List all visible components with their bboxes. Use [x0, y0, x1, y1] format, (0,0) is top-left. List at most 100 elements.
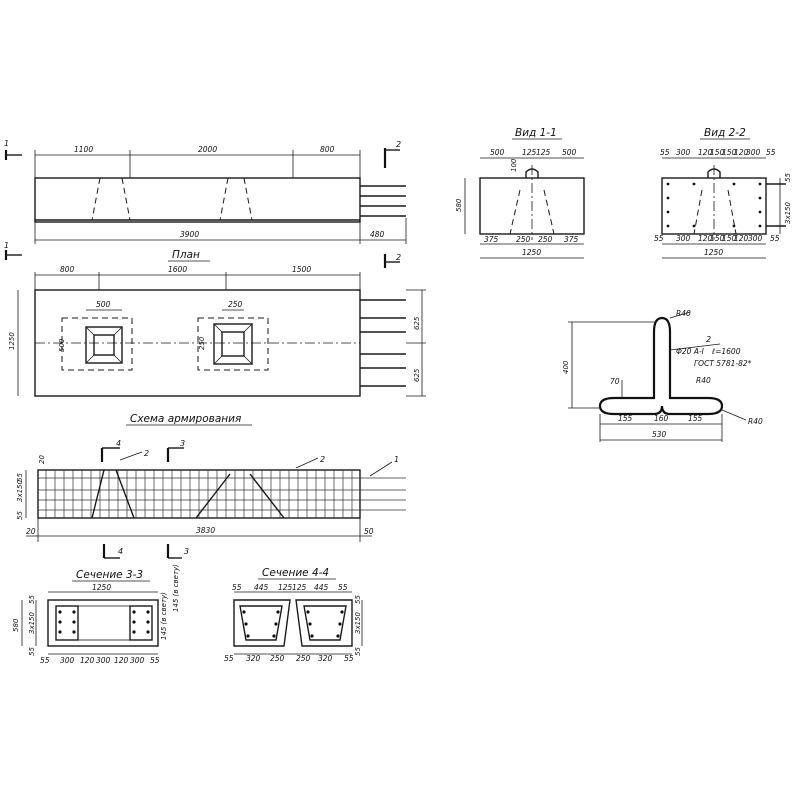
- dim-text: 70: [610, 377, 620, 386]
- dim-text: 55: [28, 595, 36, 604]
- dim-text: 250: [296, 654, 311, 663]
- socket-2: [213, 323, 253, 365]
- dim-text: 55: [224, 654, 234, 663]
- radius-text: R40: [748, 417, 763, 426]
- hidden-line: [727, 189, 737, 235]
- scheme-title: Схема армирования: [130, 413, 241, 425]
- rebar-bar: [598, 316, 724, 416]
- dim-text: 55: [660, 148, 670, 157]
- leader-line: [295, 457, 319, 469]
- dim-text: 20: [38, 455, 46, 464]
- dim-text: 300: [130, 656, 145, 665]
- dim-text: 375: [564, 235, 579, 244]
- dim-text: 3x150: [784, 201, 792, 224]
- cut-mark-label: 4: [118, 547, 123, 556]
- view-1-1: Вид 1-1 500 125 125 500 100 580 375 250 …: [455, 127, 585, 259]
- section-bar-dots: [242, 610, 344, 638]
- dim-text: 55: [344, 654, 354, 663]
- radius-text: R40: [676, 309, 691, 318]
- dim-text: 120: [698, 148, 713, 157]
- dim-text: 125: [292, 583, 307, 592]
- dim-text: 500: [58, 338, 66, 352]
- section-3-3: Сечение 3-3 1250 580 3x150 55 55 145 (в …: [12, 564, 180, 665]
- dim-text: 3830: [196, 526, 215, 535]
- dim-text: 250: [270, 654, 285, 663]
- hidden-line: [219, 177, 229, 221]
- dim-text: 300: [60, 656, 75, 665]
- cut-mark-label: 3: [180, 439, 185, 448]
- section-body: [47, 599, 159, 647]
- leader-line: [721, 409, 747, 421]
- dim-text: 55: [784, 173, 792, 182]
- socket-edge: [213, 323, 223, 333]
- dim-text: 500: [96, 300, 111, 309]
- dim-text: 580: [455, 198, 463, 212]
- socket-2-bottom: [221, 331, 245, 357]
- dim-text: 500: [562, 148, 577, 157]
- socket-edge: [85, 354, 95, 364]
- dim-text: 1250: [704, 248, 723, 257]
- dim-text: 300: [746, 148, 761, 157]
- section-title: Сечение 3-3: [76, 569, 143, 581]
- dim-text: 155: [618, 414, 633, 423]
- rebar-dots: [666, 182, 762, 228]
- dim-text: 55: [40, 656, 50, 665]
- dim-text: 150: [710, 234, 725, 243]
- leader-line: [669, 311, 691, 319]
- dim-text: 55: [766, 148, 776, 157]
- dim-text: 120: [698, 234, 713, 243]
- dim-text: 250: [538, 235, 553, 244]
- dim-text: 445: [314, 583, 329, 592]
- section-void-left: [239, 605, 283, 641]
- dim-text: 3x150: [16, 479, 24, 502]
- cage-stirrups: [45, 470, 353, 518]
- socket-edge: [85, 326, 95, 336]
- section-half-right: [295, 599, 353, 647]
- socket-1-bottom: [93, 334, 115, 356]
- socket-edge: [113, 354, 123, 364]
- dim-text: 120: [734, 148, 749, 157]
- view-title: Вид 2-2: [704, 127, 746, 139]
- dim-text: 100: [510, 158, 518, 172]
- note-text: Φ20 А-I: [676, 347, 705, 356]
- leader-line: [119, 451, 143, 461]
- dim-text: 625: [413, 316, 421, 330]
- dim-text: 55: [150, 656, 160, 665]
- dim-text: 580: [12, 618, 20, 632]
- dim-text: 125: [522, 148, 537, 157]
- dim-text: 300: [748, 234, 763, 243]
- socket-edge: [113, 326, 123, 336]
- dim-text: 50: [364, 527, 374, 536]
- socket-edge: [243, 323, 253, 333]
- reinforcement-scheme: Схема армирования 4 2 3 2 1 55 3x150: [16, 413, 406, 559]
- leader-line: [369, 461, 393, 477]
- dim-text: 500: [490, 148, 505, 157]
- cut-mark-label: 2: [396, 253, 401, 262]
- dim-text: 55: [338, 583, 348, 592]
- dim-text: 1600: [168, 265, 187, 274]
- section-void-right: [303, 605, 347, 641]
- cut-mark-label: 3: [184, 547, 189, 556]
- note-text: ГОСТ 5781-82*: [694, 359, 752, 368]
- dim-text: 125: [536, 148, 551, 157]
- dim-text: 800: [60, 265, 75, 274]
- dim-text: 300: [676, 148, 691, 157]
- cut-mark-label: 1: [4, 139, 9, 148]
- dim-text: 3x150: [28, 611, 36, 634]
- cut-mark-label: 2: [396, 140, 401, 149]
- note-text: ℓ=1600: [711, 347, 741, 356]
- dim-text: 2000: [198, 145, 217, 154]
- dim-text: 120: [80, 656, 95, 665]
- hidden-line: [243, 177, 253, 221]
- dim-text: 120: [114, 656, 129, 665]
- dim-text: 400: [562, 360, 570, 374]
- hidden-line: [121, 177, 131, 221]
- facade-view: 1 1 2 1100 2000 800 3900: [4, 139, 407, 260]
- dim-text: 150: [722, 148, 737, 157]
- dim-text: 20: [26, 527, 36, 536]
- socket-outline: [197, 317, 269, 371]
- socket-outline: [61, 317, 133, 371]
- dim-text: 55: [28, 647, 36, 656]
- dim-text: 150: [722, 234, 737, 243]
